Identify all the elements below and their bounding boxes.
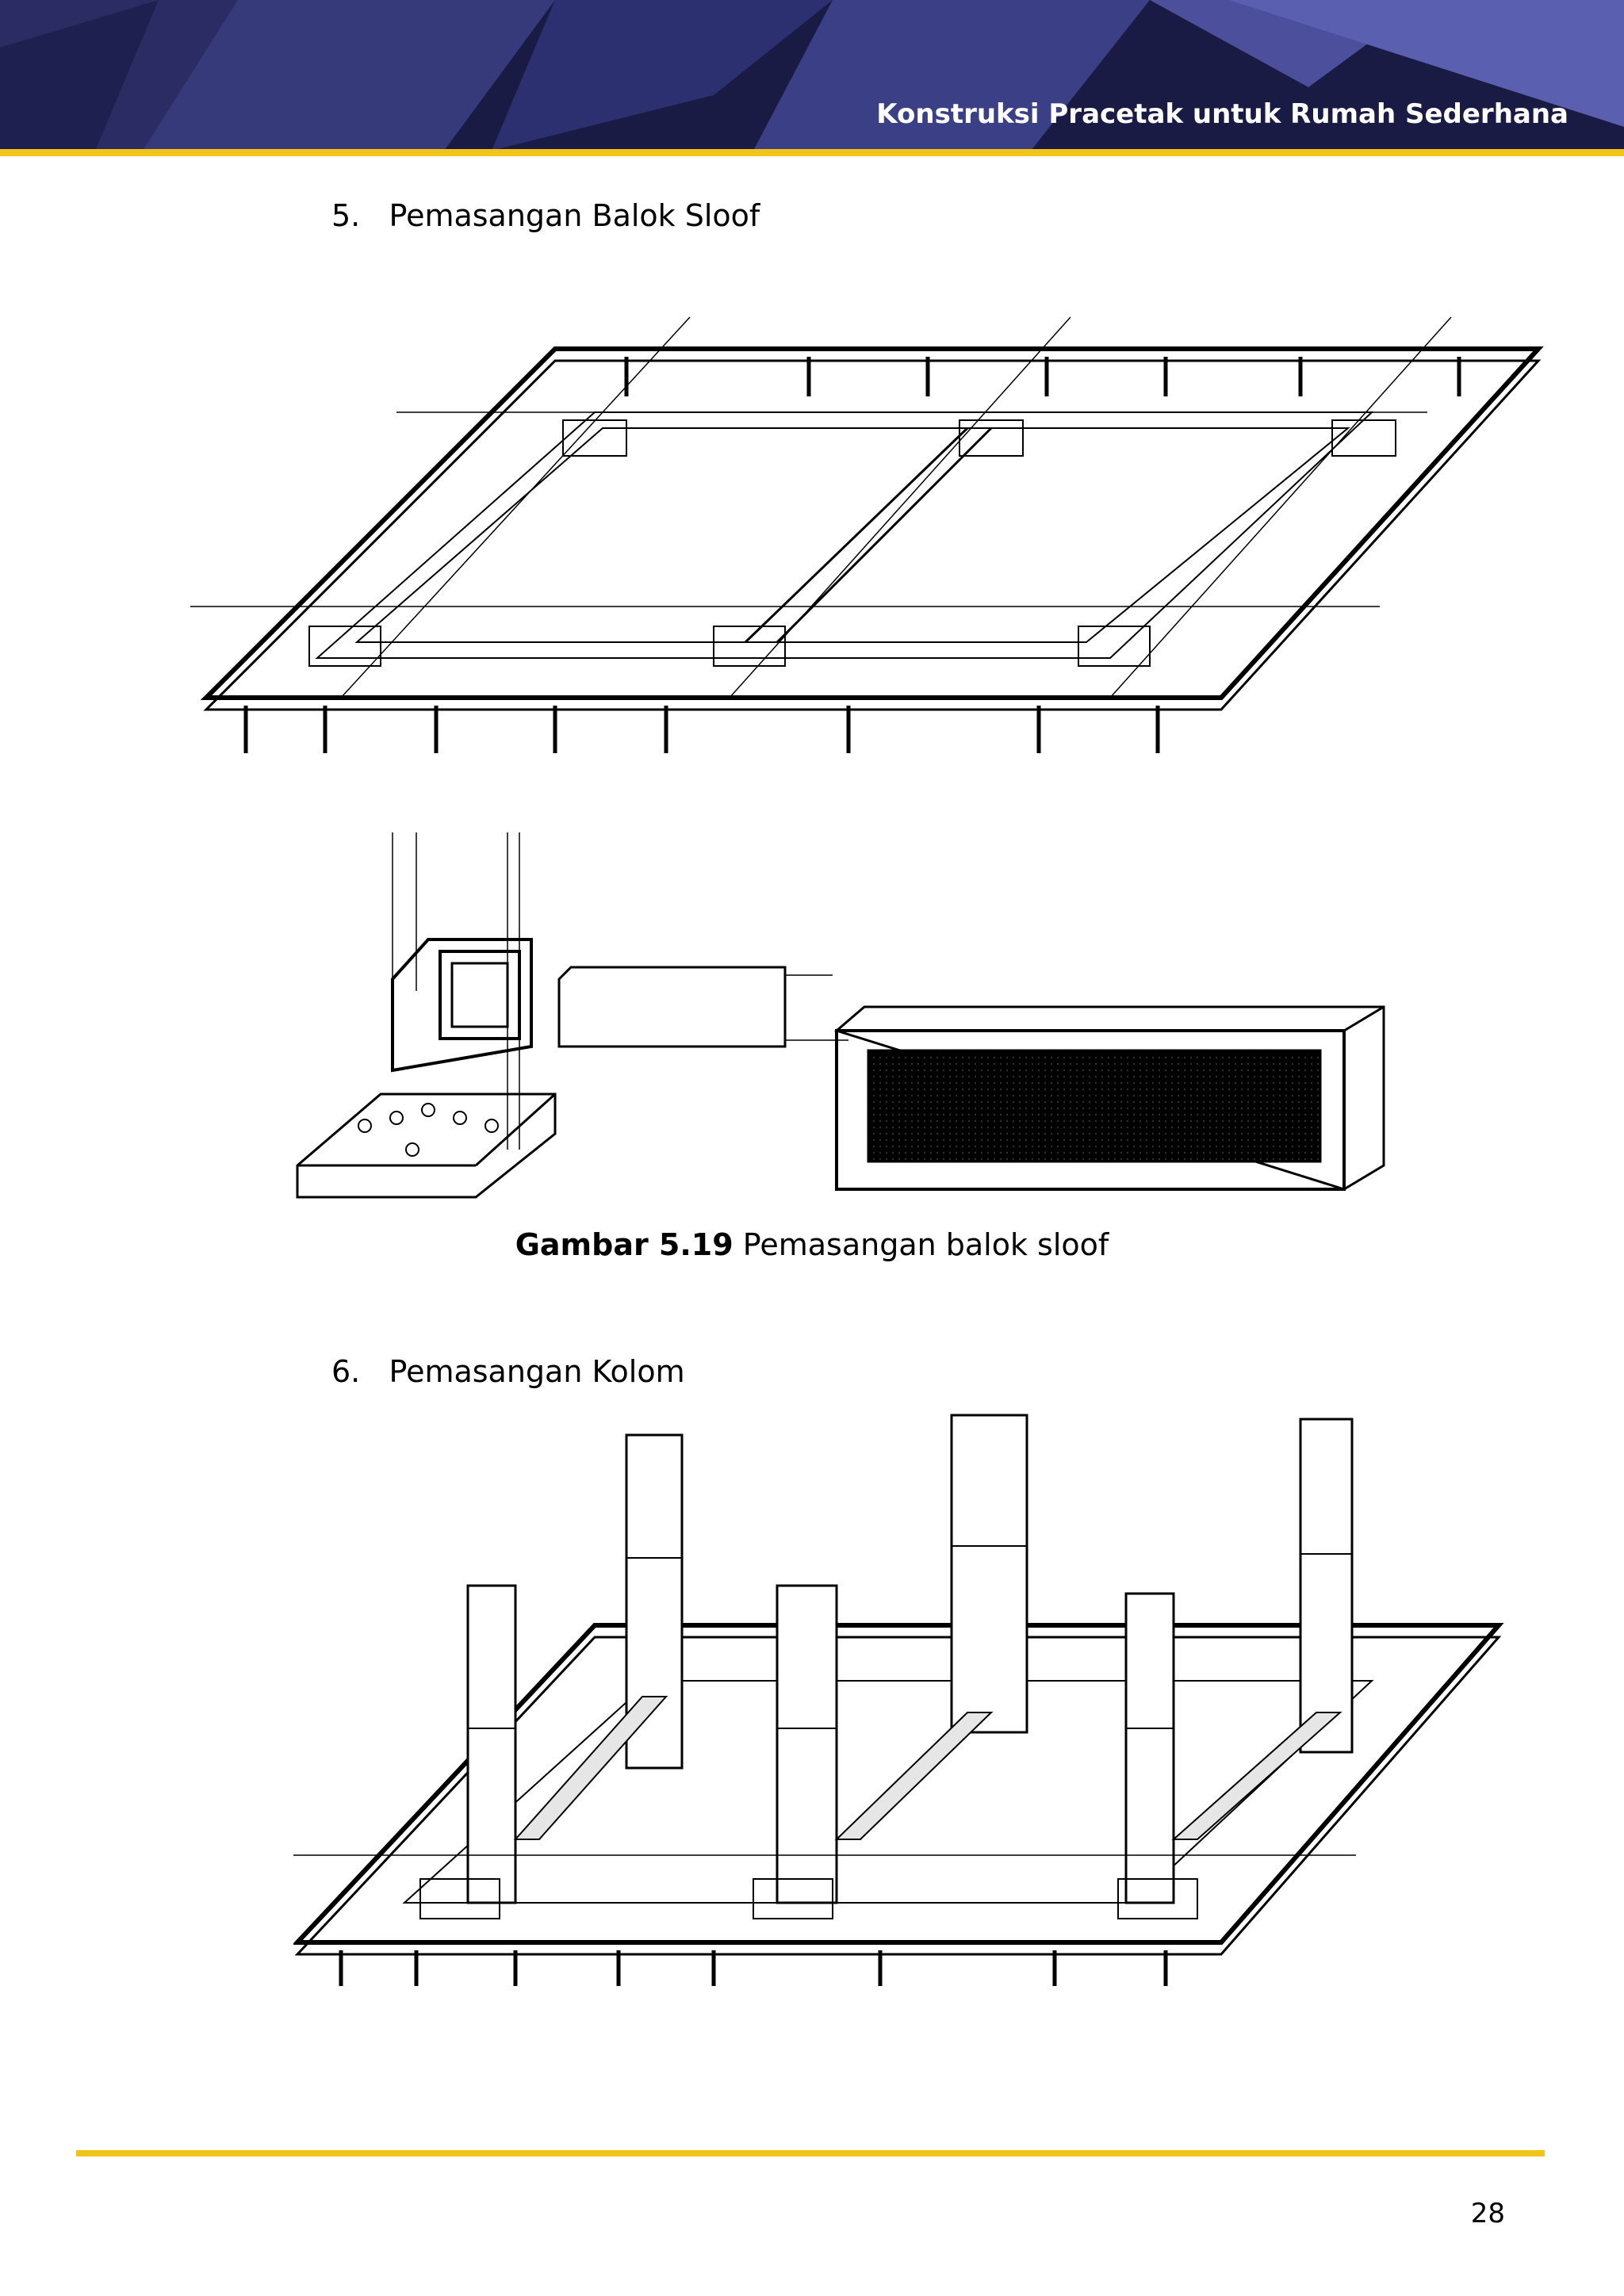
figure-caption-text: Pemasangan balok sloof	[742, 1227, 1109, 1262]
footer-accent-bar	[76, 2150, 1545, 2156]
figure-caption: Gambar 5.19 Pemasangan balok sloof	[0, 1227, 1624, 1262]
section-title: Pemasangan Balok Sloof	[389, 198, 760, 233]
header-background-pattern	[0, 0, 1624, 151]
sloof-isometric-drawing	[190, 316, 1544, 753]
sloof-connection-detail-drawing	[296, 832, 1385, 1199]
book-title: Konstruksi Pracetak untuk Rumah Sederhan…	[876, 98, 1568, 130]
section-number: 6.	[331, 1354, 361, 1389]
page-header: Konstruksi Pracetak untuk Rumah Sederhan…	[0, 0, 1624, 151]
section-number: 5.	[331, 198, 361, 233]
figure-label: Gambar 5.19	[515, 1227, 733, 1262]
section-heading-6: 6. Pemasangan Kolom	[331, 1354, 685, 1389]
column-installation-drawing	[293, 1414, 1504, 1986]
section-title: Pemasangan Kolom	[389, 1354, 685, 1389]
section-heading-5: 5. Pemasangan Balok Sloof	[331, 198, 760, 233]
header-accent-bar	[0, 149, 1624, 156]
page-number: 28	[1470, 2198, 1505, 2229]
